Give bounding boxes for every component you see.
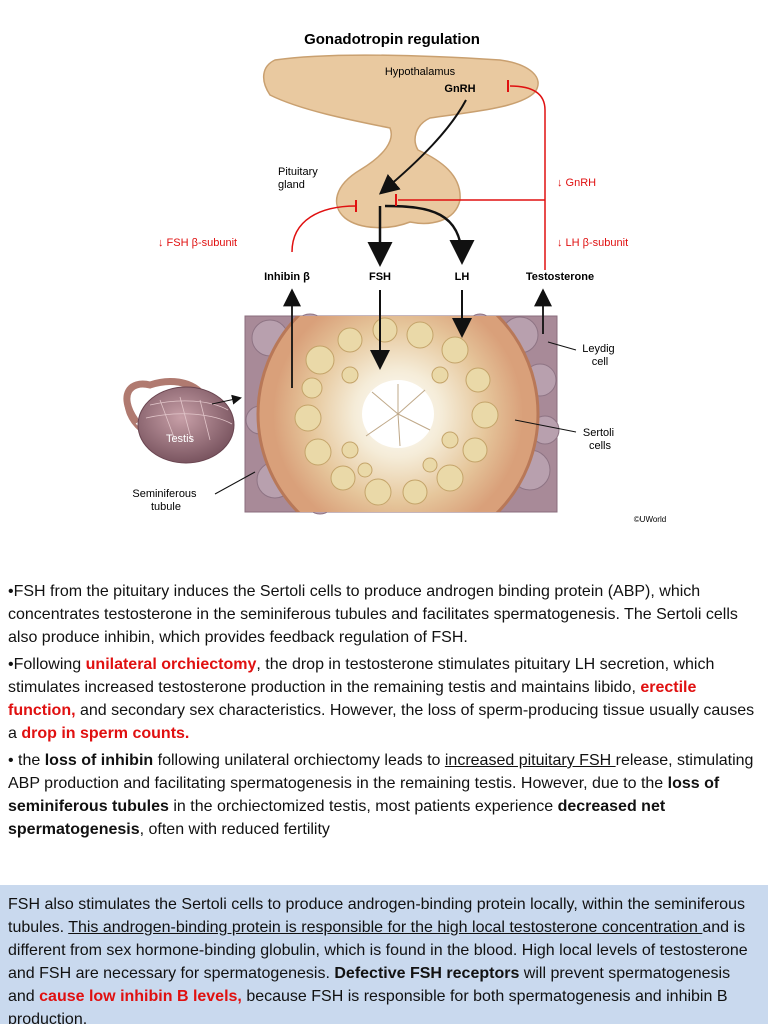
diagram-title: Gonadotropin regulation [304,31,480,48]
gonadotropin-diagram: Gonadotropin regulation Hypothalamus GnR… [123,31,666,524]
seminiferous-tubule-label: Seminiferous tubule [132,488,199,513]
testis-pointer [211,394,242,405]
note-2-a: •Following [8,656,86,673]
note-3-bold-spermatogenesis: decreased net spermatogenesis [8,798,666,838]
germ-cells [294,317,499,506]
box-text-g: because FSH is responsible for both sper… [8,988,728,1024]
note-3-c: following unilateral orchiectomy leads t… [153,752,445,769]
note-3-underline-fsh: increased pituitary FSH [444,752,616,769]
vas-deferens [124,387,142,432]
testis-shape [137,386,235,464]
note-1-text: •FSH from the pituitary induces the Sert… [8,583,738,646]
fsh-label: FSH [369,271,391,283]
testis-label: Testis [166,433,195,445]
note-2-highlight-orchiectomy: unilateral orchiectomy [85,656,257,673]
highlight-box: FSH also stimulates the Sertoli cells to… [0,885,768,1024]
note-3-g: in the orchiectomized testis, most patie… [168,798,558,815]
credit-label: ©UWorld [634,515,666,524]
hypothalamus-label: Hypothalamus [385,66,456,78]
note-3-a: • the [8,752,45,769]
box-highlight-inhibin: cause low inhibin B levels, [39,988,242,1005]
note-2-highlight-erectile: erectile function, [8,679,697,719]
inhibin-feedback-line [291,205,357,253]
testis-lobules [145,396,233,443]
sperm-tails [365,384,431,447]
box-text-e: will prevent spermatogenesis and [8,965,731,1005]
note-3-e: release, stimulating ABP production and … [8,752,754,792]
box-text-a: FSH also stimulates the Sertoli cells to… [8,896,745,936]
leydig-label: Leydig cell [582,343,617,368]
box-bold-fsh-receptors: Defective FSH receptors [334,965,520,982]
note-2-c: , the drop in testosterone stimulates pi… [8,656,715,696]
gnrh-label: GnRH [444,83,475,95]
lh-beta-label: ↓ LH β-subunit [557,237,628,249]
note-paragraph-2: •Following unilateral orchiectomy, the d… [8,653,760,745]
note-paragraph-3: • the loss of inhibin following unilater… [8,749,760,841]
note-2-e: and secondary sex characteristics. Howev… [8,702,755,742]
lh-arrow [384,204,475,265]
inhibin-label: Inhibin β [264,271,310,283]
sertoli-pointer [514,419,577,433]
testosterone-label: Testosterone [526,271,594,283]
testosterone-gnrh-line [509,85,546,270]
gnrh-arrow [378,99,467,195]
pituitary-label: Pituitary gland [278,166,321,191]
note-2-highlight-sperm: drop in sperm counts. [21,725,190,742]
note-3-bold-inhibin: loss of inhibin [44,752,154,769]
note-3-i: , often with reduced fertility [139,821,330,838]
box-text-c: and is different from sex hormone-bindin… [8,919,748,982]
explanation-notes: •FSH from the pituitary induces the Sert… [8,580,760,845]
box-underline-abp: This androgen-binding protein is respons… [68,919,703,936]
hypothalamus-shape [263,54,539,229]
sertoli-label: Sertoli cells [583,427,617,452]
fsh-beta-label: ↓ FSH β-subunit [158,237,237,249]
gnrh-feedback-label: ↓ GnRH [557,177,596,189]
note-3-bold-tubules: loss of seminiferous tubules [8,775,720,815]
leydig-pointer [547,341,577,351]
lh-label: LH [455,271,470,283]
note-paragraph-1: •FSH from the pituitary induces the Sert… [8,580,760,649]
tubule-pointer [214,471,256,495]
